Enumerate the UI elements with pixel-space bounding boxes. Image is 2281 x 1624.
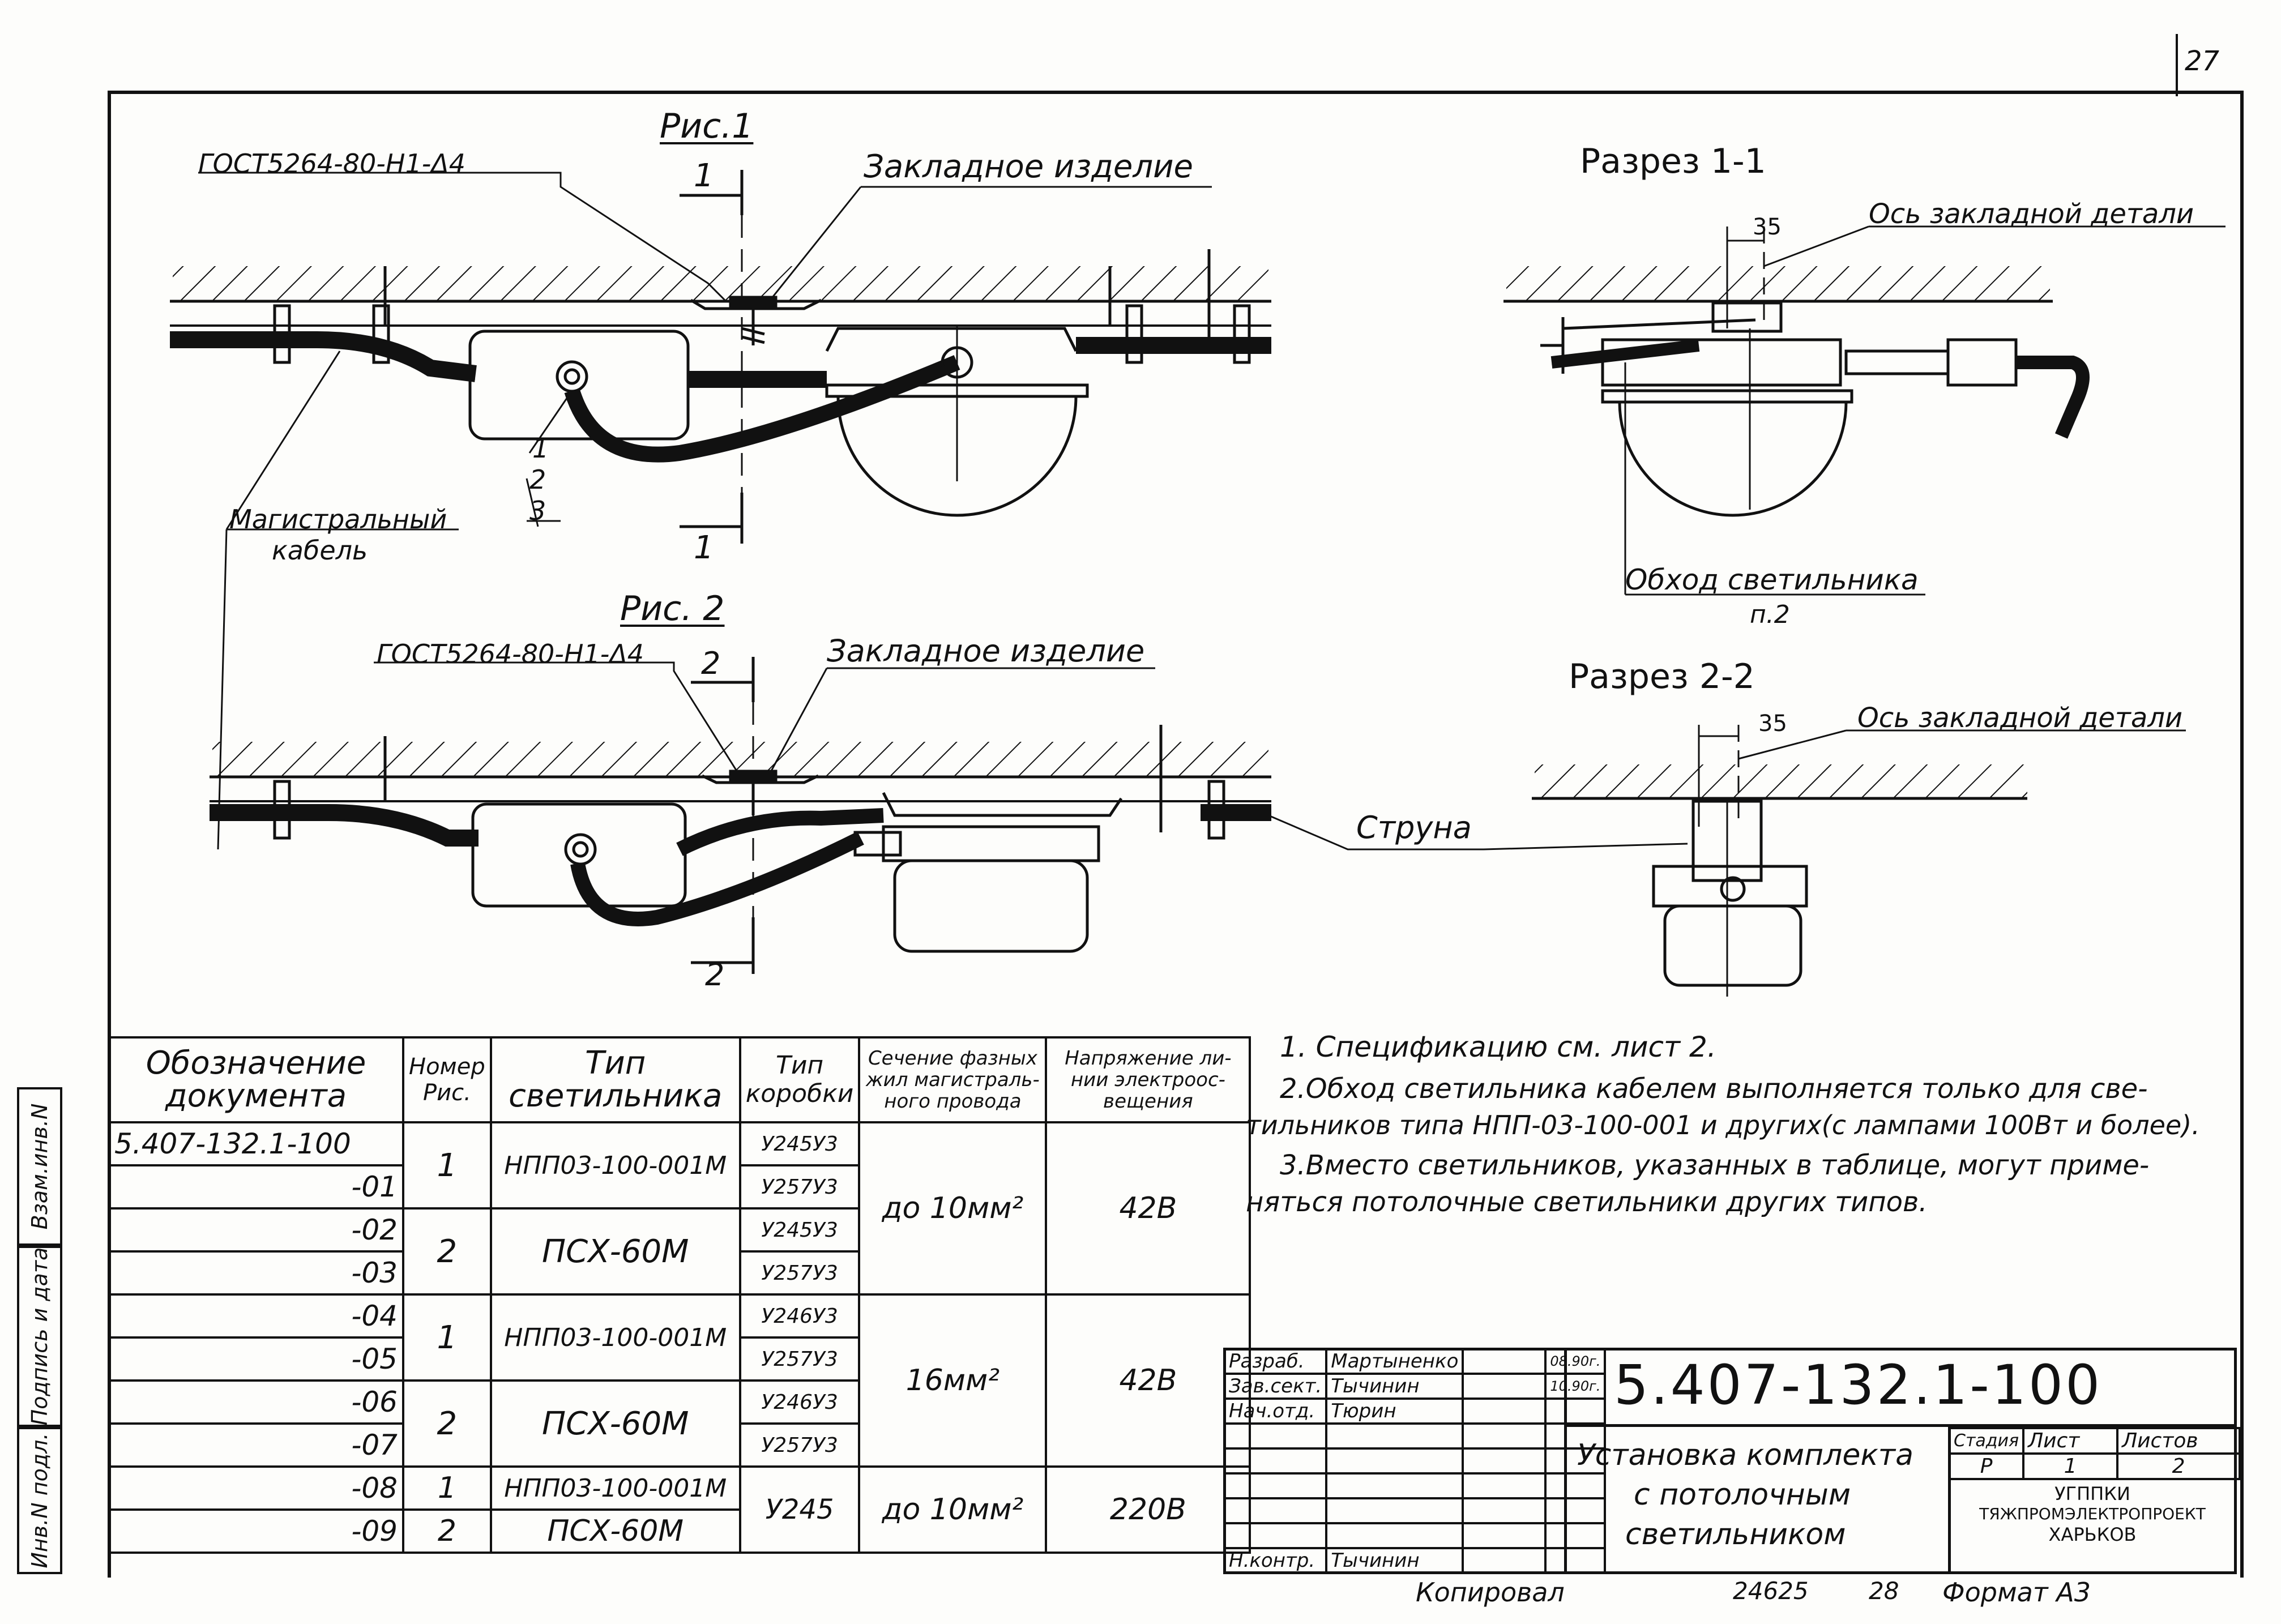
footer-copied: Копировал: [1416, 1577, 1565, 1608]
section1-bypass-ref: п.2: [1750, 600, 1790, 629]
table-row: -09 2 ПСХ-60М: [108, 1508, 1250, 1554]
section2-drawing: [1532, 725, 2186, 997]
table-row: -01 У257У3: [108, 1164, 1250, 1210]
drawing-frame: [108, 91, 2244, 1578]
fig1-callout-1: 1: [532, 433, 549, 464]
table-row: -06 2 ПСХ-60М У246У3: [108, 1379, 1250, 1468]
title-block-roles: Разраб. Мартыненко 08.90г. Зав.сект. Тыч…: [1223, 1348, 1607, 1574]
table-row: -08 1 НПП03-100-001М У245 до 10мм² 220В: [108, 1465, 1251, 1554]
note-1: 1. Спецификацию см. лист 2.: [1280, 1031, 1716, 1063]
drawing-name-line3: светильником: [1625, 1518, 1846, 1552]
fig1-title: Рис.1: [660, 106, 754, 146]
fig1-section-mark-top: 1: [694, 157, 714, 194]
designation: 5.407-132.1-100: [1614, 1353, 2103, 1417]
footer-num1: 24625: [1733, 1577, 1809, 1605]
note-2-line2: тильников типа НПП-03-100-001 и других(с…: [1246, 1110, 2200, 1140]
table-row: Н.контр. Тычинин: [1223, 1547, 1607, 1574]
page-number: 27: [2185, 45, 2220, 77]
stage-sheet-table: Стадия Лист Листов Р 1 2: [1947, 1427, 2241, 1480]
roles-name-divider: [1564, 1348, 1567, 1574]
side-stamp-original-inv: Инв.N подл.: [17, 1427, 62, 1574]
drawing-name-line1: Установка комплекта: [1577, 1438, 1913, 1472]
table-row: -03 У257У3: [108, 1250, 1250, 1296]
section1-drawing: [1503, 225, 2226, 596]
table-row: -05 У257У3: [108, 1336, 1250, 1382]
designation-cell: [1564, 1348, 2237, 1427]
fig1-drawing: [170, 170, 1271, 850]
note-3-line1: 3.Вместо светильников, указанных в табли…: [1280, 1149, 2150, 1181]
fig2-title: Рис. 2: [620, 589, 725, 629]
organization: УГППКИ ТЯЖПРОМЭЛЕКТРОПРОЕКТ ХАРЬКОВ: [1979, 1483, 2206, 1545]
fig1-embedded-label: Закладное изделие: [864, 148, 1193, 185]
table-row: Разраб. Мартыненко 08.90г.: [1223, 1348, 1607, 1375]
footer-format: Формат А3: [1942, 1577, 2091, 1608]
table-row: -07 У257У3: [108, 1422, 1250, 1468]
page-number-divider: [2176, 34, 2178, 96]
table-row: 5.407-132.1-100 1 НПП03-100-001М У245У3 …: [108, 1121, 1251, 1296]
drawing-name-line2: с потолочным: [1634, 1478, 1851, 1512]
fig1-callout-3: 3: [529, 495, 546, 526]
fig1-section-mark-bottom: 1: [694, 529, 714, 566]
table-row: -04 1 НПП03-100-001М У246У3 16мм² 42В: [108, 1293, 1251, 1468]
section2-dim: 35: [1758, 711, 1787, 737]
section2-title: Разрез 2-2: [1569, 657, 1755, 696]
main-cable-label-line1: Магистральный: [229, 504, 447, 535]
fig1-callout-2: 2: [529, 464, 546, 495]
section1-bypass-label: Обход светильника: [1625, 563, 1919, 596]
table-row: -02 2 ПСХ-60М У245У3: [108, 1207, 1250, 1296]
side-stamp-replace-inv: Взам.инв.N: [17, 1087, 62, 1246]
section1-dim: 35: [1753, 214, 1782, 240]
section2-axis-label: Ось закладной детали: [1857, 702, 2183, 734]
section1-axis-label: Ось закладной детали: [1869, 198, 2194, 230]
note-3-line2: няться потолочные светильники других тип…: [1246, 1186, 1928, 1218]
header-voltage: Напряжение ли-нии электроос-вещения: [1045, 1036, 1251, 1123]
string-label: Струна: [1356, 810, 1472, 845]
fig1-gost-label: ГОСТ5264-80-Н1-Δ4: [198, 148, 466, 179]
fig2-section-mark-top: 2: [701, 646, 721, 681]
footer-num2: 28: [1869, 1577, 1899, 1605]
fig2-section-mark-bottom: 2: [705, 957, 725, 993]
section1-title: Разрез 1-1: [1580, 142, 1766, 181]
fig2-embedded-label: Закладное изделие: [827, 633, 1145, 669]
main-cable-label-line2: кабель: [272, 535, 368, 566]
fig2-gost-label: ГОСТ5264-80-Н1-Δ4: [377, 639, 644, 669]
note-2-line1: 2.Обход светильника кабелем выполняется …: [1280, 1073, 2148, 1105]
side-stamp-signature-date: Подпись и дата: [17, 1246, 62, 1427]
table-row: Зав.сект. Тычинин 10.90г.: [1223, 1373, 1607, 1400]
side-stamp: Взам.инв.N Подпись и дата Инв.N подл.: [17, 1087, 108, 1574]
table-row: Нач.отд. Тюрин: [1223, 1398, 1607, 1425]
name-stage-divider: [1948, 1427, 1951, 1574]
fig2-drawing: [210, 657, 1688, 974]
